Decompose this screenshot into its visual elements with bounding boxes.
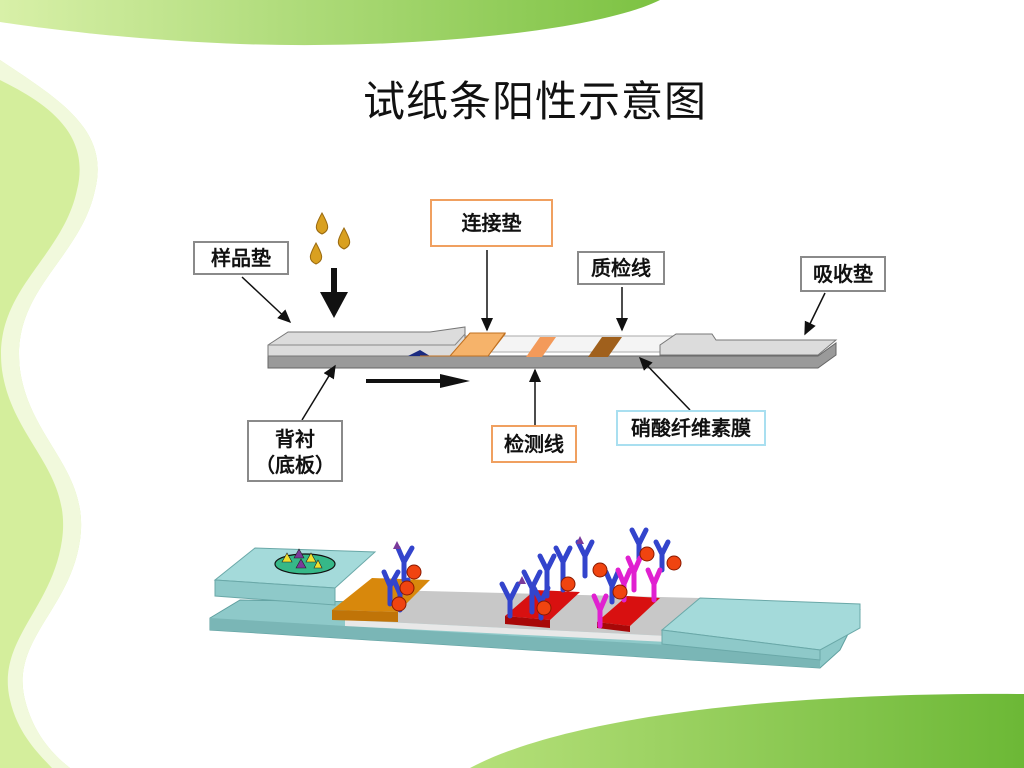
slide-title: 试纸条阳性示意图 [362,77,707,126]
backing-strip [267,342,837,369]
flow-arrow-icon [366,374,470,388]
label-backing: 背衬 （底板） [247,420,343,482]
control-line-3d [597,596,660,626]
label-test-line: 检测线 [491,425,577,463]
gold-particle-icon [391,546,682,616]
label-backing-line2: （底板） [255,453,335,477]
label-conjugate-pad: 连接垫 [430,199,553,247]
label-absorbent-pad: 吸收垫 [800,256,886,292]
label-backing-line1: 背衬 [275,427,315,451]
test-line-band [526,337,556,357]
drop-icon [309,211,351,265]
sample-pad [267,326,466,357]
bottom-arc [470,693,1024,768]
control-line-band [588,337,622,357]
label-sample-pad: 样品垫 [193,241,289,275]
top-arc [0,0,660,46]
down-arrow-icon [320,268,348,318]
label-nc-membrane: 硝酸纤维素膜 [616,410,766,446]
antigen-triangle-icon [281,548,323,569]
absorbent-pad [659,333,838,356]
label-control-line: 质检线 [577,251,665,285]
